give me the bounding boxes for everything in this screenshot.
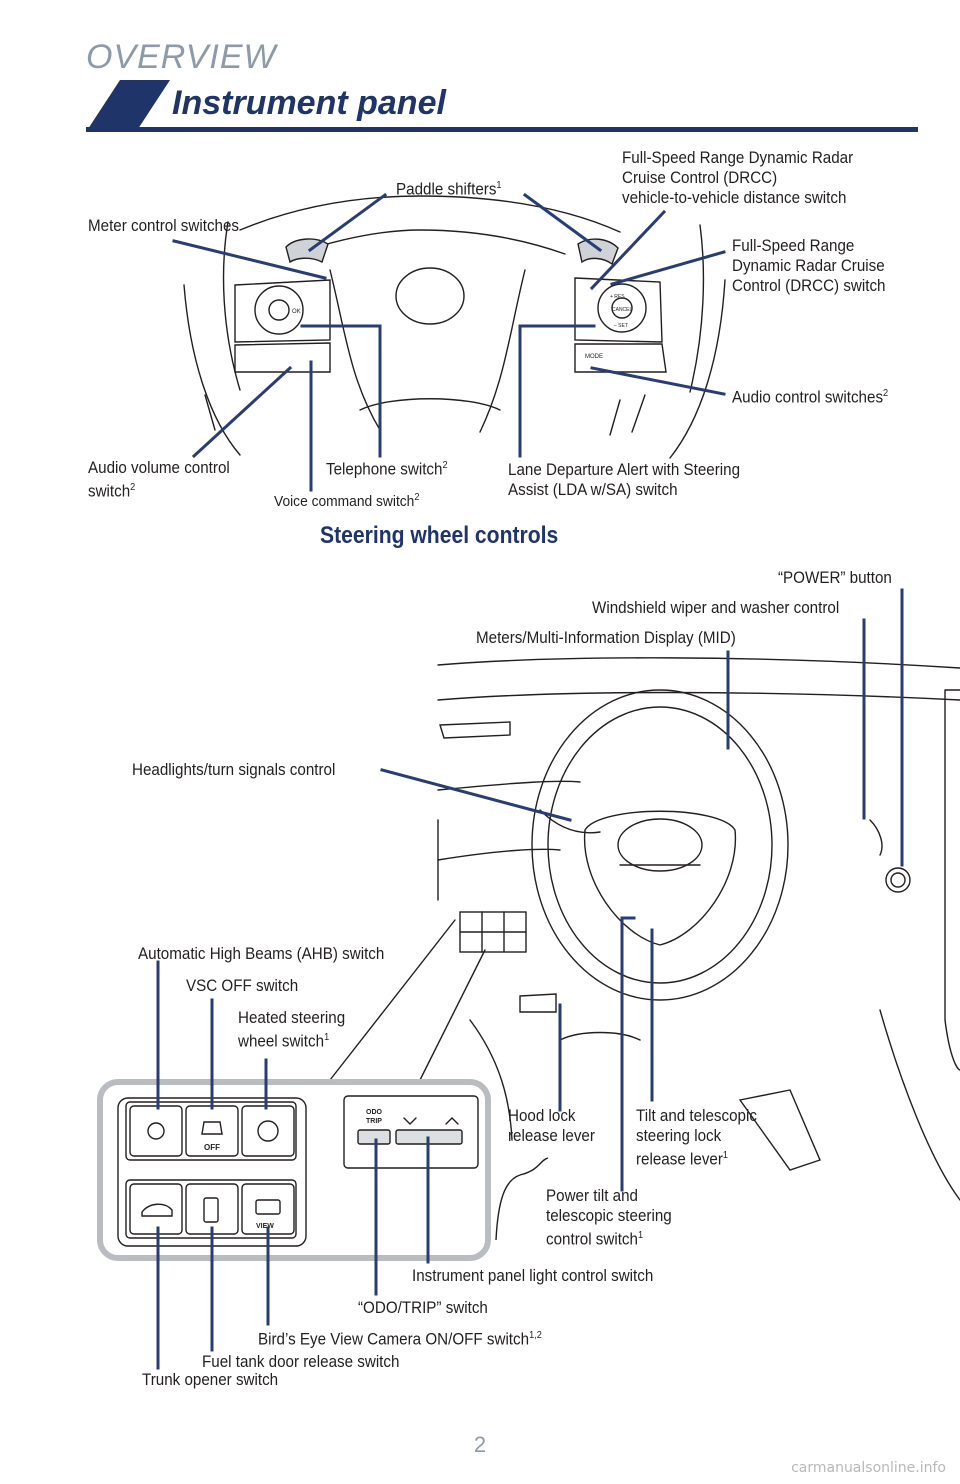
leader-power-tilt	[620, 916, 636, 1192]
trip-text: TRIP	[366, 1118, 382, 1125]
leader-telephone	[300, 324, 382, 458]
label-lda-switch: Lane Departure Alert with Steering Assis…	[508, 461, 741, 499]
leader-drcc-switch	[610, 250, 726, 286]
label-trunk-opener-switch: Trunk opener switch	[142, 1371, 279, 1389]
label-paddle-shifters: Paddle shifters1	[396, 180, 502, 199]
label-audio-volume-switch: Audio volume control switch2	[88, 459, 230, 501]
dashboard-illustration	[329, 657, 960, 1201]
label-heated-steering-switch: Heated steering wheel switch1	[238, 1009, 346, 1051]
vsc-off-text: OFF	[204, 1143, 220, 1152]
label-vsc-off-switch: VSC OFF switch	[186, 977, 299, 995]
label-telephone-switch: Telephone switch2	[326, 460, 448, 479]
leader-meter	[172, 239, 327, 280]
res-button-text: + RES	[610, 294, 625, 300]
label-hood-lock-lever: Hood lock release lever	[508, 1107, 595, 1145]
label-meter-control-switches: Meter control switches	[88, 217, 240, 235]
leader-drcc-distance	[589, 209, 667, 291]
leader-paddle-right	[522, 192, 603, 253]
section-title-steering-wheel-controls: Steering wheel controls	[320, 522, 559, 549]
label-voice-command-switch: Voice command switch2	[274, 492, 420, 510]
odo-text: ODO	[366, 1109, 383, 1116]
switch-panels-illustration	[97, 1079, 491, 1261]
label-audio-control-switches: Audio control switches2	[732, 388, 889, 407]
leader-headlights	[380, 768, 572, 822]
leader-audio-control	[590, 366, 726, 396]
label-meters-mid: Meters/Multi-Information Display (MID)	[476, 629, 736, 647]
label-headlights-control: Headlights/turn signals control	[132, 761, 336, 779]
view-text: VIEW	[256, 1223, 274, 1230]
leader-audio-volume	[191, 365, 293, 459]
label-drcc-switch: Full-Speed Range Dynamic Radar Cruise Co…	[732, 237, 886, 295]
label-wiper-control: Windshield wiper and washer control	[592, 599, 840, 617]
mode-button-text: MODE	[585, 354, 603, 360]
label-birds-eye-camera-switch: Bird’s Eye View Camera ON/OFF switch1,2	[258, 1330, 542, 1349]
label-tilt-telescopic-lever: Tilt and telescopic steering lock releas…	[636, 1107, 757, 1169]
leader-paddle-left	[307, 192, 388, 253]
label-panel-light-switch: Instrument panel light control switch	[412, 1267, 654, 1285]
hood-lever-outline	[495, 1157, 549, 1241]
set-button-text: – SET	[614, 323, 628, 329]
label-fuel-door-switch: Fuel tank door release switch	[202, 1353, 400, 1371]
label-power-tilt-switch: Power tilt and telescopic steering contr…	[546, 1187, 672, 1249]
leader-lda	[518, 324, 596, 458]
cancel-button-text: CANCEL	[612, 307, 633, 313]
section-heading: OVERVIEW	[86, 38, 277, 76]
label-drcc-distance-switch: Full-Speed Range Dynamic Radar Cruise Co…	[622, 149, 854, 207]
watermark: carmanualsonline.info	[791, 1460, 946, 1476]
title-banner	[86, 80, 918, 132]
ok-button-text: OK	[292, 309, 301, 315]
label-power-button: “POWER” button	[778, 569, 892, 587]
page-number: 2	[473, 1432, 487, 1457]
page-title: Instrument panel	[172, 84, 446, 122]
steering-wheel-illustration	[183, 195, 726, 459]
label-odo-trip-switch: “ODO/TRIP” switch	[358, 1299, 488, 1317]
label-ahb-switch: Automatic High Beams (AHB) switch	[138, 945, 385, 963]
